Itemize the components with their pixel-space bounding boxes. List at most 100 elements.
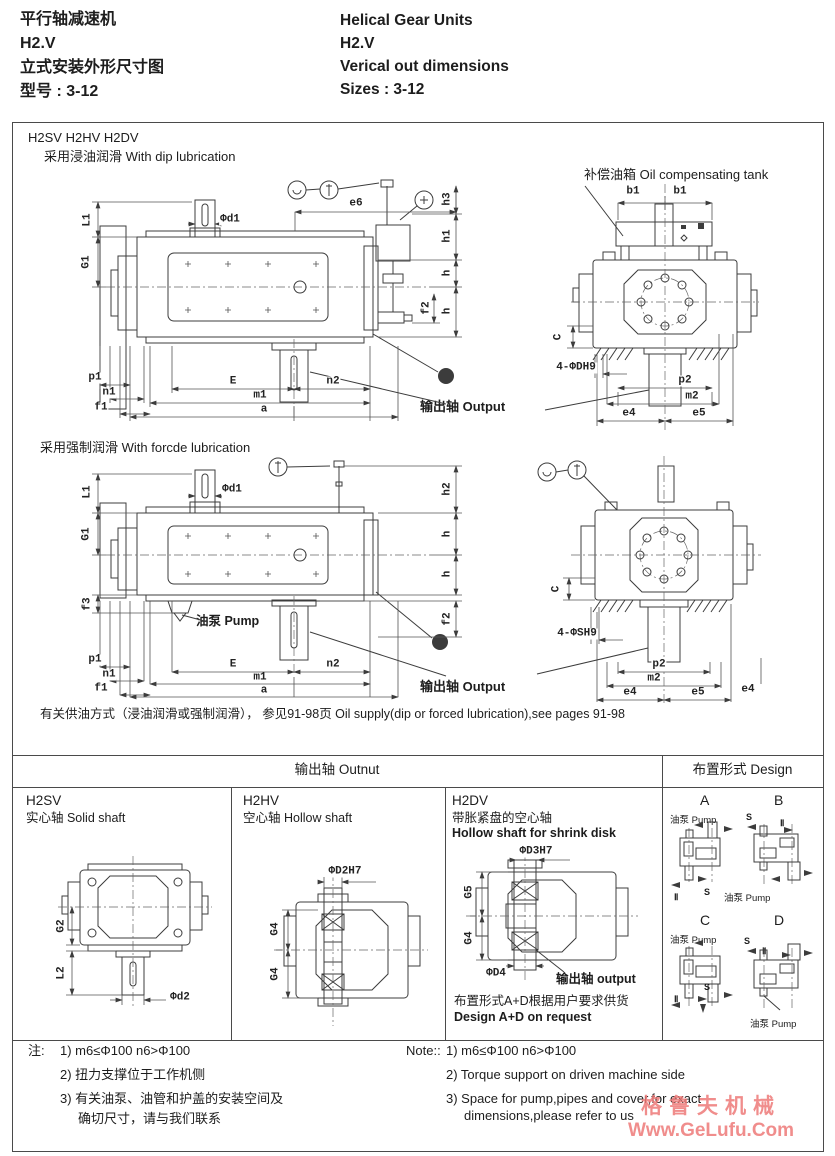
output-leader-line: [545, 390, 649, 410]
h2hv-title: H2HV: [243, 793, 280, 808]
dim-label-h-lower: h: [441, 569, 454, 579]
dim-label-G1: G1: [80, 254, 93, 270]
pump-label: 油泵 Pump: [196, 614, 260, 628]
dimension-lines: [92, 465, 462, 700]
dimension-lines: [92, 185, 462, 421]
dim-label-h-lower: h: [441, 306, 454, 316]
dim-label-m2: m2: [646, 672, 662, 685]
tank-label: 补偿油箱 Oil compensating tank: [584, 167, 769, 182]
watermark-line1: 格鲁夫机械: [641, 1095, 782, 1118]
title-cn-line1: 平行轴减速机: [20, 11, 117, 28]
dimension-lines: [276, 877, 376, 999]
notes-top-line: [12, 1040, 823, 1041]
dim-label-G1: G1: [80, 526, 93, 542]
note-cn-1: 1) m6≤Φ100 n6>Φ100: [60, 1043, 191, 1058]
forced-side-view-drawing: [68, 452, 473, 700]
dim-label-p2: p2: [677, 374, 693, 387]
dim-label-a: a: [259, 684, 269, 697]
dim-label-d1: Φd1: [221, 483, 243, 496]
note-en-3b: dimensions,please refer to us: [464, 1108, 634, 1123]
output-leader-line: [537, 648, 648, 674]
note-cn-3b: 确切尺寸，请与我们联系: [78, 1111, 222, 1126]
dim-label-D4: ΦD4: [485, 967, 507, 980]
dimension-lines: [563, 577, 761, 703]
title-en-line3: Verical out dimensions: [340, 58, 509, 75]
oil-pump: [168, 601, 208, 622]
dim-label-L1: L1: [81, 212, 94, 228]
notes-en-label: Note::: [406, 1043, 441, 1058]
forced-end-view: C 4-ΦSH9 p2 m2 e4 e5 e4: [535, 448, 775, 710]
h2sv-subtitle: 实心轴 Solid shaft: [26, 811, 126, 825]
h2dv-drawing-w: ΦD3H7 G5 G4 ΦD4: [452, 842, 652, 997]
dim-label-e4-right: e4: [740, 683, 756, 696]
design-c-schematic: [671, 940, 733, 1013]
shrink-disk-shaft: [506, 860, 542, 970]
dim-label-D3H7: ΦD3H7: [518, 845, 554, 858]
dimension-lines: [567, 196, 734, 426]
dim-label-C: C: [550, 584, 563, 594]
header-cn: 平行轴减速机 H2.V 立式安装外形尺寸图 型号 : 3-12: [20, 8, 164, 104]
col2-line: [445, 787, 446, 1040]
centerlines: [466, 852, 638, 982]
dip-side-view: L1 G1 Φd1 e6 h3 h1 h h f2 p1 n1 f1 E n2 …: [68, 176, 473, 438]
h2dv-subtitle-cn: 带胀紧盘的空心轴: [452, 811, 553, 825]
dim-label-e5: e5: [691, 407, 707, 420]
dim-label-h2: h2: [441, 481, 454, 497]
dipstick: [334, 461, 344, 513]
dim-label-m1: m1: [252, 671, 268, 684]
mounting-wall: [100, 503, 126, 598]
callout-icons: [538, 461, 617, 510]
note-cn-2: 2) 扭力支撑位于工作机侧: [60, 1067, 206, 1082]
design-d-letter: D: [774, 912, 785, 928]
note-en-1: 1) m6≤Φ100 n6>Φ100: [446, 1043, 577, 1058]
sec1-models: H2SV H2HV H2DV: [28, 130, 139, 145]
dim-label-G4-upper: G4: [269, 921, 282, 937]
h2dv-request-en: Design A+D on request: [454, 1010, 592, 1024]
watermark-line2: Www.GeLufu.Com: [628, 1120, 795, 1141]
input-shaft: [658, 466, 674, 502]
dim-label-e6: e6: [348, 197, 364, 210]
design-c-s-mark: S: [704, 982, 711, 992]
design-d-pump-label: 油泵 Pump: [750, 1019, 797, 1030]
design-a-s-mark: S: [704, 887, 711, 897]
dim-label-holes: 4-ΦSH9: [556, 627, 598, 640]
forced-end-view-drawing: [535, 448, 775, 710]
dim-label-h-upper: h: [441, 529, 454, 539]
design-b-ii-mark: Ⅱ: [780, 818, 785, 828]
h2sv-title: H2SV: [26, 793, 62, 808]
forced-side-view: L1 G1 Φd1 h2 h h f3 f2 p1 n1 f1 E n2 m1 …: [68, 452, 473, 710]
title-en-line4: Sizes : 3-12: [340, 81, 425, 98]
dim-label-n1: n1: [101, 668, 117, 681]
dim-label-G5: G5: [463, 884, 476, 900]
oil-supply-footnote: 有关供油方式（浸油润滑或强制润滑）， 参见91-98页 Oil supply(d…: [40, 707, 625, 721]
tank-leader-line: [585, 186, 623, 236]
dim-label-h3: h3: [441, 191, 454, 207]
design-a-ii-mark: Ⅱ: [674, 892, 679, 902]
dim-label-G4-lower: G4: [269, 966, 282, 982]
compensating-tank: [585, 186, 712, 260]
dimension-lines: [66, 906, 166, 1005]
dim-label-b1-left: b1: [625, 185, 641, 198]
dim-label-p2: p2: [651, 658, 667, 671]
h2sv-drawing-w: G2 L2 Φd2: [30, 848, 220, 1033]
design-a-schematic: [671, 820, 733, 888]
design-b-pump-label: 油泵 Pump: [724, 893, 771, 904]
sec2-output-label: 输出轴 Output: [420, 679, 506, 694]
dim-label-p1: p1: [87, 653, 103, 666]
dimension-lines: [470, 857, 570, 969]
h2hv-drawing-w: ΦD2H7 G4 G4: [248, 858, 438, 1033]
note-cn-3a: 3) 有关油泵、油管和护盖的安装空间及: [60, 1091, 284, 1106]
dim-label-n2: n2: [325, 658, 341, 671]
dim-label-L2: L2: [55, 965, 68, 981]
dim-label-e4: e4: [622, 686, 638, 699]
dim-label-holes: 4-ΦDH9: [555, 361, 597, 374]
design-c-letter: C: [700, 912, 711, 928]
dim-label-p1: p1: [87, 371, 103, 384]
h2hv-subtitle: 空心轴 Hollow shaft: [243, 811, 353, 825]
design-c-pump-label: 油泵 Pump: [670, 935, 717, 946]
dim-label-E: E: [228, 658, 238, 671]
centerlines: [58, 856, 212, 1006]
design-d: D S Ⅱ 油泵 Pump: [740, 912, 816, 1034]
dim-label-e5: e5: [690, 686, 706, 699]
table-header-output: 输出轴 Outnut: [294, 762, 380, 777]
